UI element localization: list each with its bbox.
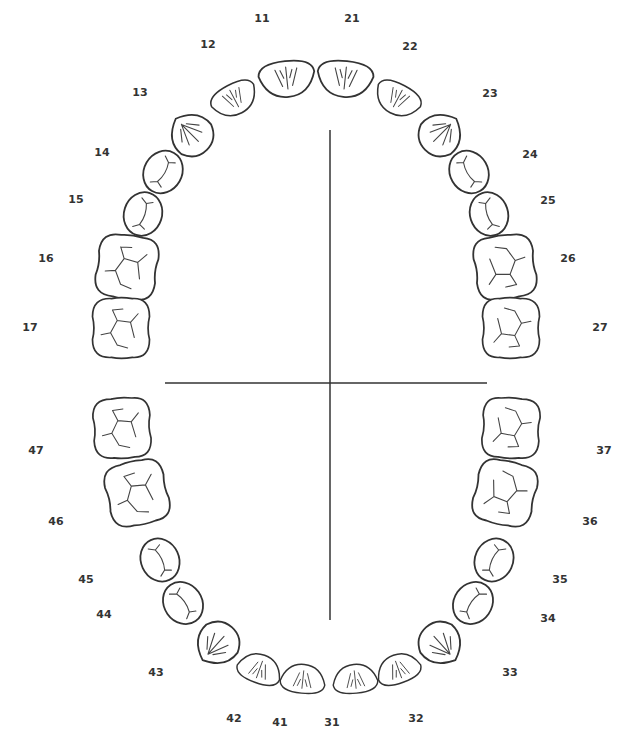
tooth [93, 298, 150, 359]
occlusal-line [165, 382, 487, 384]
tooth [206, 75, 262, 124]
tooth-number: 35 [552, 574, 567, 585]
tooth-number: 25 [540, 195, 555, 206]
tooth-number: 33 [502, 667, 517, 678]
tooth-number: 45 [78, 574, 93, 585]
tooth-number: 37 [596, 445, 611, 456]
tooth [118, 187, 168, 241]
tooth [234, 648, 286, 690]
tooth-number: 46 [48, 516, 63, 527]
tooth-number: 44 [96, 609, 111, 620]
tooth-number: 43 [148, 667, 163, 678]
tooth [471, 231, 539, 303]
tooth-number: 41 [272, 717, 287, 728]
tooth [369, 75, 425, 124]
tooth [315, 58, 374, 100]
tooth-number: 17 [22, 322, 37, 333]
tooth-number: 13 [132, 87, 147, 98]
tooth-number: 22 [402, 41, 417, 52]
tooth-number: 26 [560, 253, 575, 264]
tooth [372, 648, 424, 690]
tooth [445, 574, 501, 632]
tooth-number: 15 [68, 194, 83, 205]
tooth [257, 58, 316, 100]
tooth-number: 24 [522, 149, 537, 160]
tooth [187, 613, 248, 674]
tooth-number: 14 [94, 147, 109, 158]
tooth-number: 32 [408, 713, 423, 724]
tooth [481, 396, 541, 460]
tooth-number: 27 [592, 322, 607, 333]
tooth-number: 34 [540, 613, 555, 624]
tooth [467, 532, 520, 588]
tooth-number: 16 [38, 253, 53, 264]
tooth [93, 231, 161, 303]
tooth [469, 455, 542, 531]
tooth [464, 187, 514, 241]
tooth [133, 532, 186, 588]
tooth-number: 42 [226, 713, 241, 724]
tooth-number: 23 [482, 88, 497, 99]
tooth-number: 31 [324, 717, 339, 728]
tooth [92, 396, 152, 460]
tooth [331, 662, 379, 695]
tooth-number: 12 [200, 39, 215, 50]
tooth [483, 298, 540, 359]
tooth [155, 574, 211, 632]
tooth-number: 21 [344, 13, 359, 24]
tooth-number: 11 [254, 13, 269, 24]
tooth [101, 455, 174, 531]
tooth [279, 662, 327, 695]
tooth-number: 36 [582, 516, 597, 527]
midline [329, 130, 331, 620]
tooth-number: 47 [28, 445, 43, 456]
